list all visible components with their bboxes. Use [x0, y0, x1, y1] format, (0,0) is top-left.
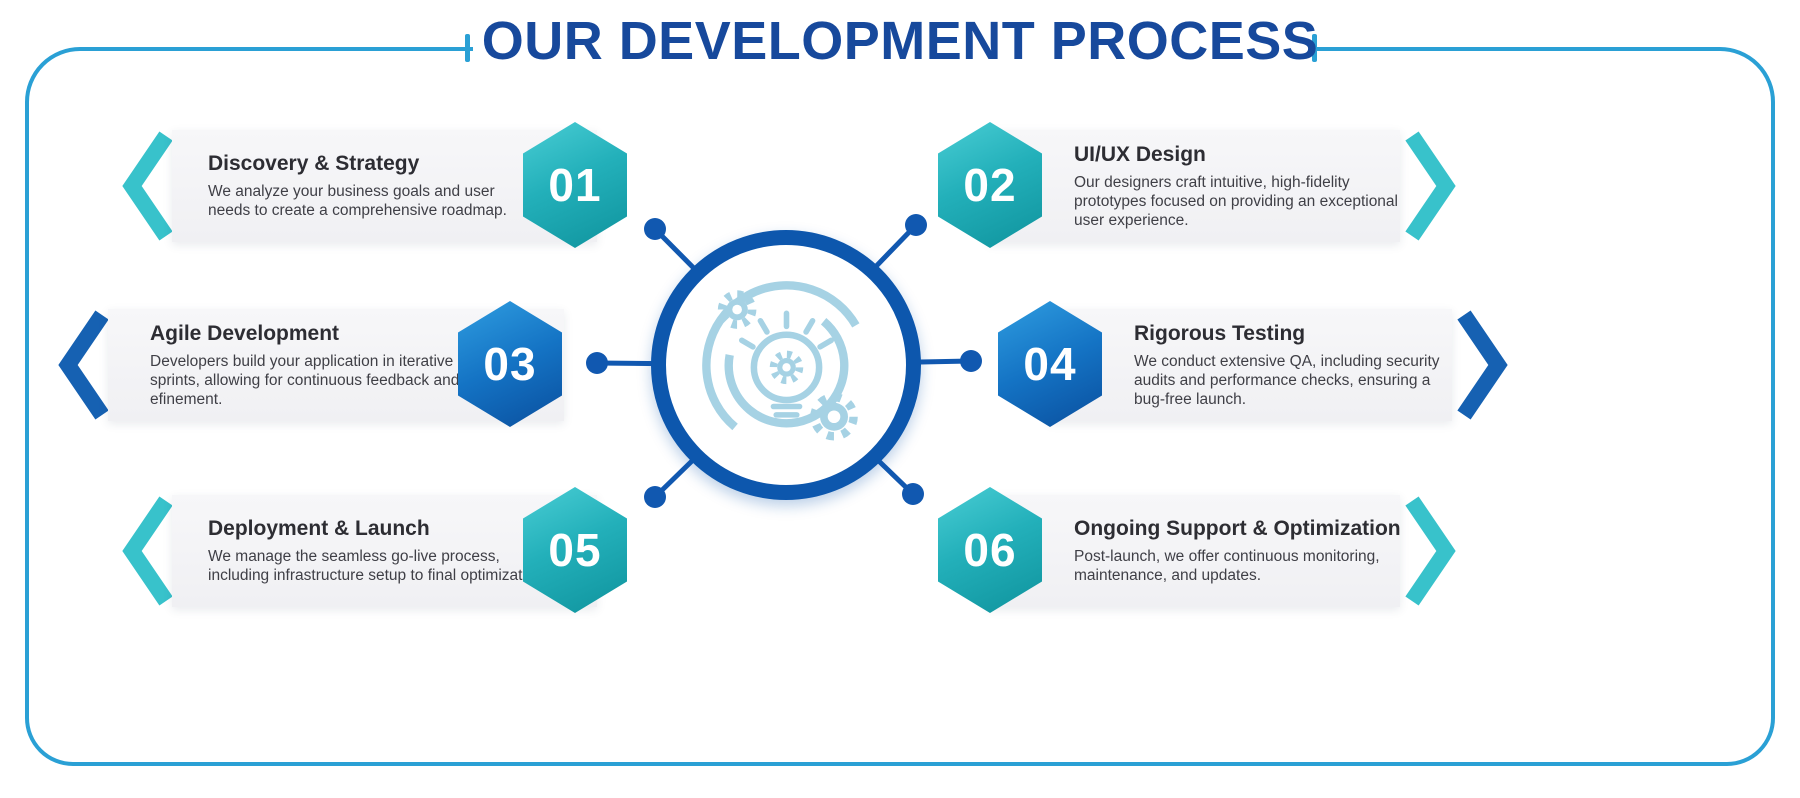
step-number: 05: [548, 524, 602, 576]
chevron-right-icon: [1405, 131, 1456, 241]
inner-swirl-arc: [724, 303, 848, 427]
gear-icon: [717, 289, 756, 329]
title-left-line-cap: [465, 34, 470, 62]
step-number-hexagon: 04: [998, 301, 1102, 427]
step-banner-uiux: UI/UX Design Our designers craft intuiti…: [988, 130, 1400, 242]
chevron-left-icon: [58, 310, 109, 420]
step-description: We conduct extensive QA, including secur…: [1134, 352, 1440, 408]
center-circle: [651, 230, 921, 500]
step-title: Rigorous Testing: [1134, 321, 1306, 345]
outer-swirl-arc: [701, 280, 871, 450]
step-title: UI/UX Design: [1074, 142, 1206, 166]
innovation-icon: [701, 280, 871, 450]
main-title: OUR DEVELOPMENT PROCESS: [481, 11, 1319, 71]
step-title: Ongoing Support & Optimization: [1074, 517, 1401, 540]
step-description: Developers build your application in ite…: [150, 352, 469, 408]
chevron-right-icon: [1405, 496, 1456, 606]
step-title: Deployment & Launch: [208, 517, 430, 540]
step-banner-discovery: Discovery & Strategy We analyze your bus…: [172, 130, 597, 242]
gear-icon: [809, 392, 858, 441]
lightbulb-icon: [738, 310, 834, 426]
step-description: We analyze your business goals and user …: [208, 183, 507, 219]
chevron-left-icon: [122, 131, 173, 241]
step-title: Agile Development: [150, 321, 340, 345]
title-border-gap: [473, 40, 1312, 56]
step-description: Post-launch, we offer continuous monitor…: [1074, 548, 1380, 584]
chevron-right-icon: [1457, 310, 1508, 420]
gear-icon: [769, 350, 803, 384]
step-banner-testing: Rigorous Testing We conduct extensive QA…: [1048, 309, 1452, 421]
chevron-left-icon: [122, 496, 173, 606]
title-right-line-cap: [1312, 34, 1317, 62]
step-number: 02: [963, 159, 1017, 211]
step-title: Discovery & Strategy: [208, 152, 420, 175]
step-number: 04: [1023, 338, 1077, 390]
step-number: 01: [548, 159, 602, 211]
step-description: Our designers craft intuitive, high-fide…: [1074, 173, 1398, 229]
step-banner-support: Ongoing Support & Optimization Post-laun…: [988, 495, 1401, 607]
step-number: 03: [483, 338, 537, 390]
step-number: 06: [963, 524, 1017, 576]
